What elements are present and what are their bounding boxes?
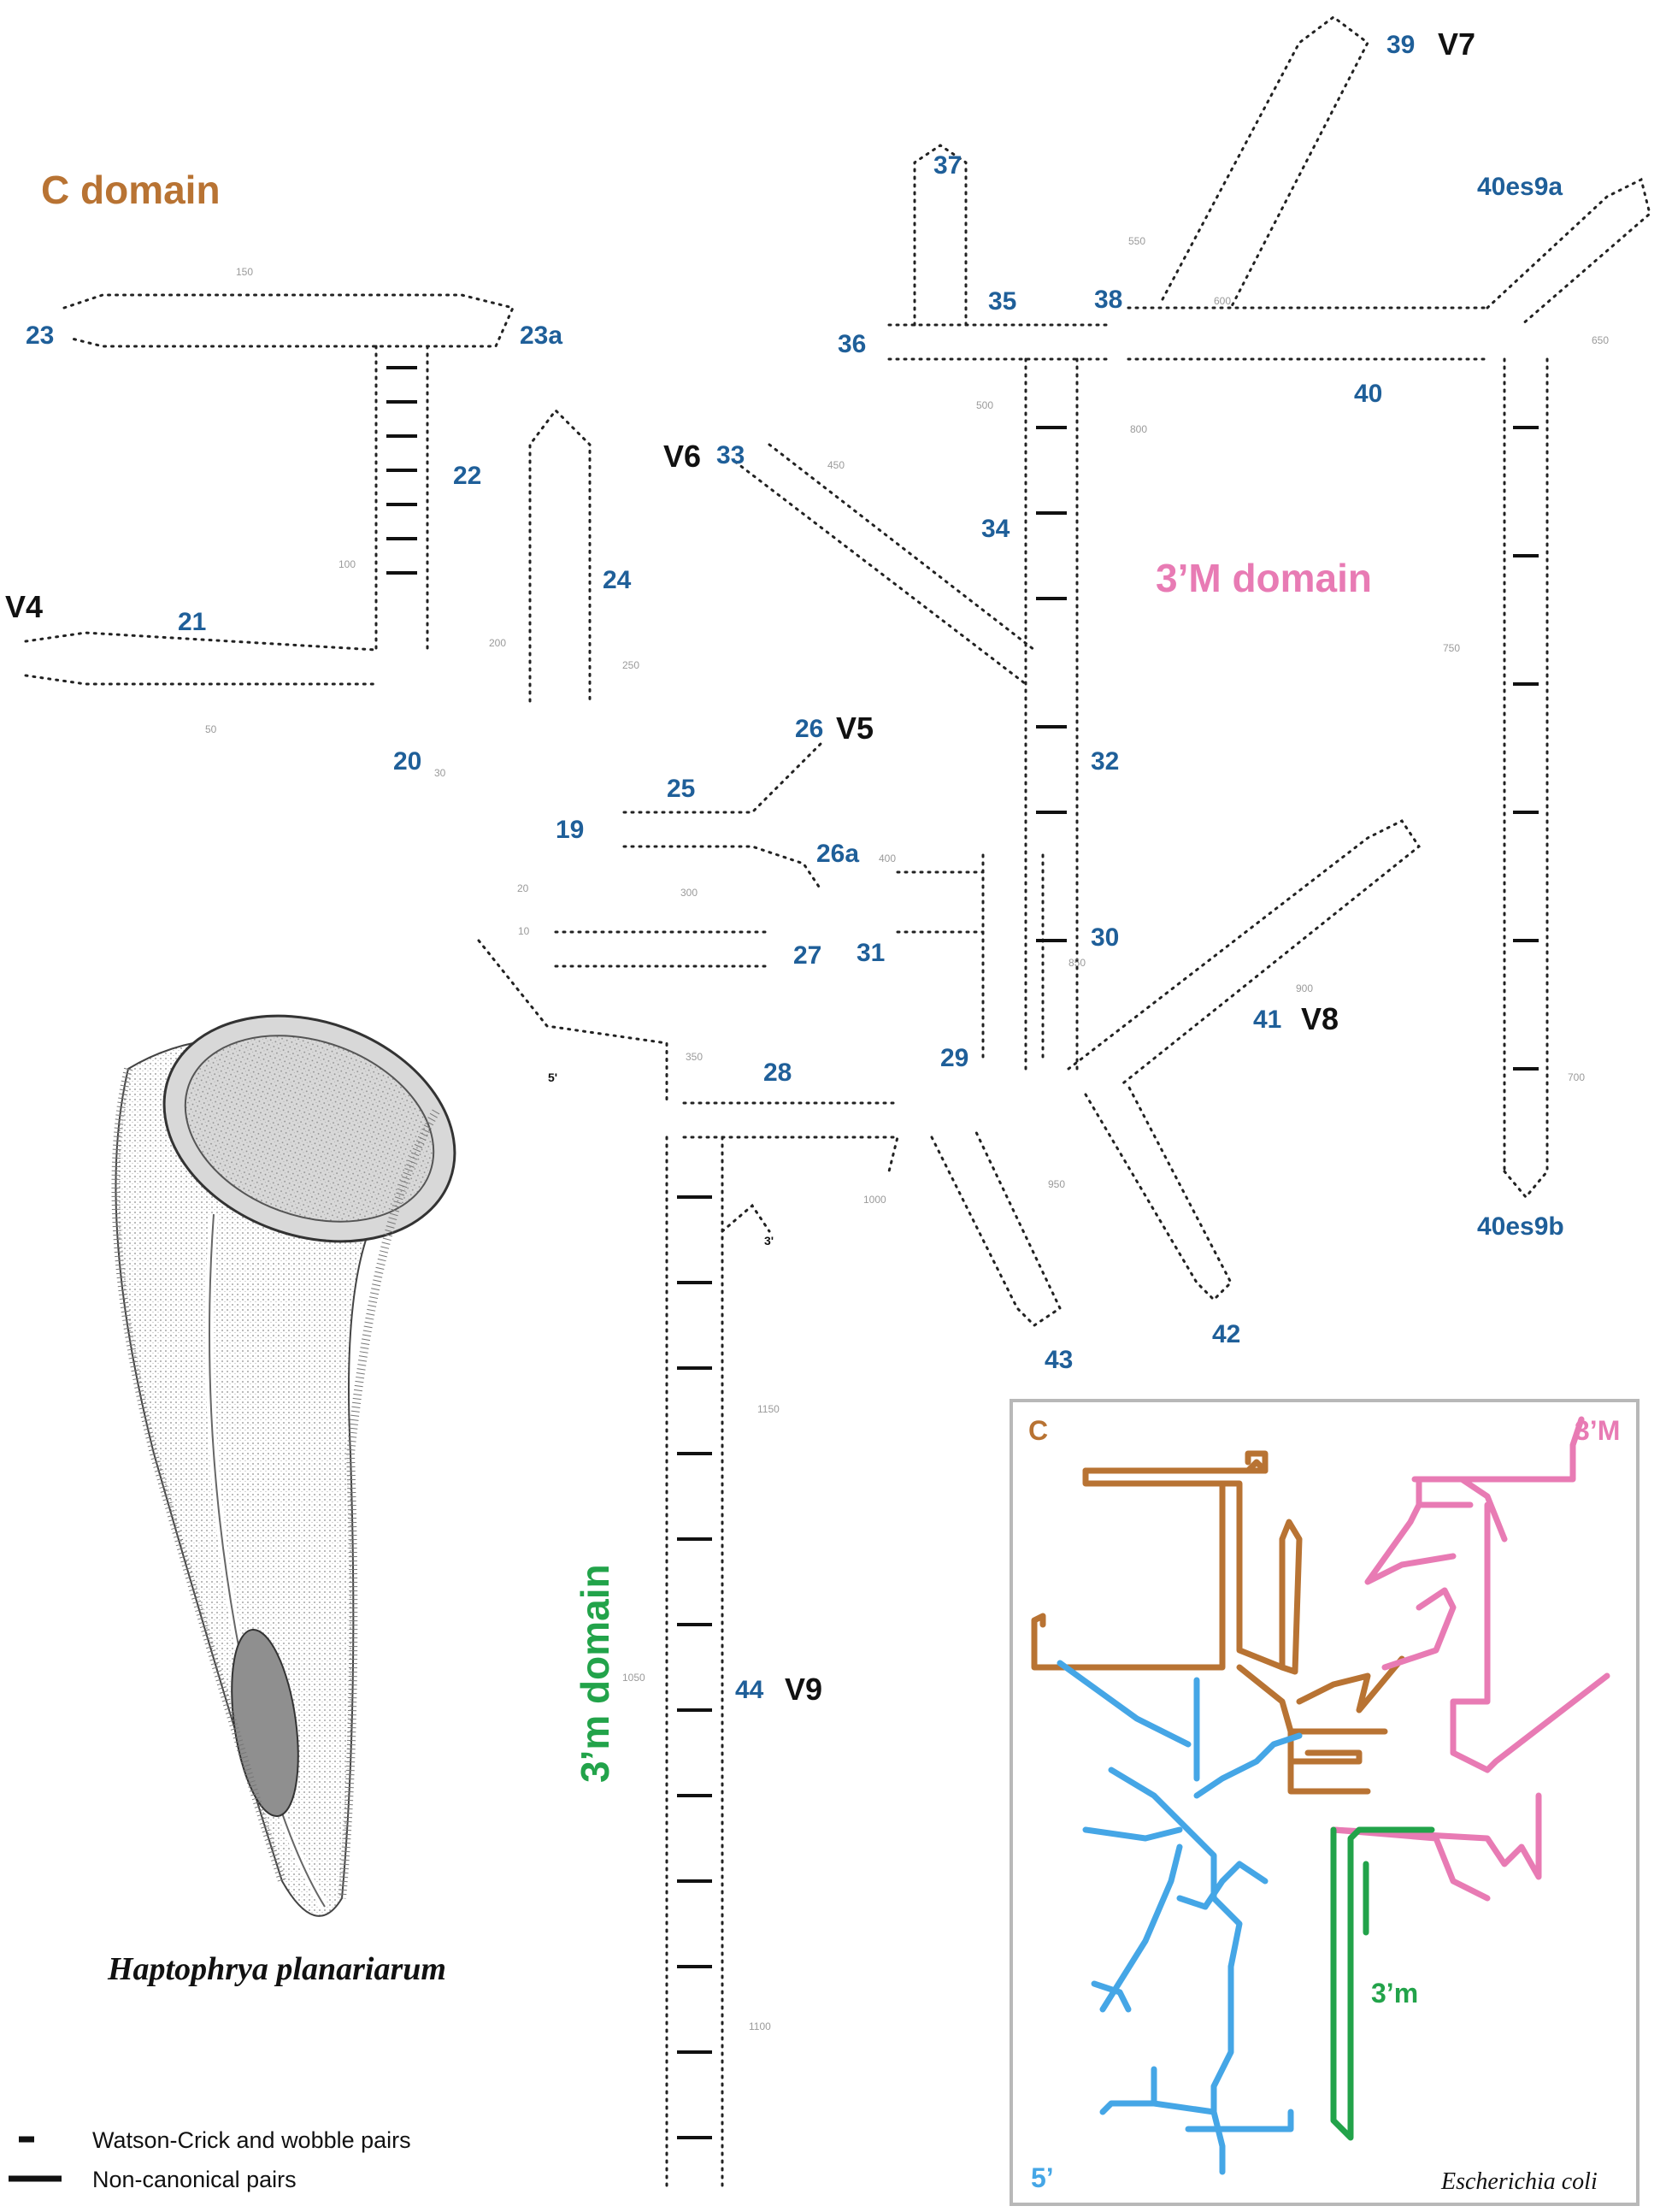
position-marker-1000: 1000: [863, 1194, 886, 1206]
position-marker-400: 400: [879, 852, 896, 864]
position-marker-100: 100: [338, 558, 356, 570]
c-domain-label: C domain: [41, 168, 221, 212]
variable-region-v9: V9: [785, 1672, 822, 1707]
helix-label-26a: 26a: [816, 840, 859, 868]
position-marker-30: 30: [434, 767, 446, 779]
position-marker-900: 900: [1296, 982, 1313, 994]
legend-label-wc-pairs: Watson-Crick and wobble pairs: [92, 2127, 411, 2153]
helix-label-29: 29: [940, 1044, 968, 1072]
helix-label-41: 41: [1253, 1006, 1281, 1034]
helix-label-25: 25: [667, 775, 695, 803]
three-prime-M-domain-label: 3’M domain: [1156, 556, 1372, 600]
inset-label-c: C: [1028, 1415, 1048, 1446]
position-marker-50: 50: [205, 723, 217, 735]
helix-label-32: 32: [1091, 747, 1119, 776]
inset-label-3m: 3’m: [1371, 1978, 1418, 2008]
variable-region-v5: V5: [836, 711, 874, 746]
position-marker-20: 20: [517, 882, 529, 894]
helix-label-23: 23: [26, 321, 54, 350]
inset-species-name: Escherichia coli: [1440, 2168, 1598, 2195]
three-prime-m-domain-label: 3’m domain: [573, 1564, 617, 1783]
inset-5prime-domain-trace: [1057, 1660, 1303, 2175]
position-marker-150: 150: [236, 266, 253, 278]
position-marker-950: 950: [1048, 1178, 1065, 1190]
three-prime-end-label: 3': [764, 1234, 774, 1248]
helix-label-44: 44: [735, 1676, 764, 1704]
helix-label-19: 19: [556, 816, 584, 844]
helix-label-27: 27: [793, 941, 821, 970]
variable-region-v6: V6: [663, 439, 701, 474]
position-marker-350: 350: [686, 1051, 703, 1063]
helix-label-38: 38: [1094, 286, 1122, 314]
helix-label-42: 42: [1212, 1320, 1240, 1348]
variable-region-labels: V4 V5 V6 V7 V8 V9: [5, 27, 1475, 1707]
position-marker-500: 500: [976, 399, 993, 411]
helix-label-20: 20: [393, 747, 421, 776]
inset-frame: [1010, 1399, 1640, 2206]
position-markers: 10 20 30 50 100 150 200 250 300 350 400 …: [205, 235, 1609, 2032]
helix-label-40es9b: 40es9b: [1477, 1212, 1564, 1241]
helix-label-31: 31: [857, 939, 885, 967]
legend-label-noncanonical-pairs: Non-canonical pairs: [92, 2167, 297, 2192]
base-pair-marks: [386, 366, 1539, 2139]
helix-label-43: 43: [1045, 1346, 1073, 1374]
position-marker-700: 700: [1568, 1071, 1585, 1083]
position-marker-200: 200: [489, 637, 506, 649]
helix-label-26: 26: [795, 715, 823, 743]
inset-3M-domain-trace: [1330, 1416, 1610, 1902]
helix-label-36: 36: [838, 330, 866, 358]
position-marker-650: 650: [1592, 334, 1609, 346]
helix-label-23a: 23a: [520, 321, 562, 350]
variable-region-v7: V7: [1438, 27, 1475, 62]
position-marker-850: 850: [1068, 957, 1086, 969]
position-marker-250: 250: [622, 659, 639, 671]
helix-label-22: 22: [453, 462, 481, 490]
position-marker-450: 450: [827, 459, 845, 471]
position-marker-600: 600: [1214, 295, 1231, 307]
helix-label-37: 37: [933, 151, 962, 180]
legend: Watson-Crick and wobble pairs Non-canoni…: [9, 2127, 411, 2192]
variable-region-v8: V8: [1301, 1001, 1339, 1036]
position-marker-800: 800: [1130, 423, 1147, 435]
haptophrya-illustration: [111, 1014, 456, 1917]
helix-label-40es9a: 40es9a: [1477, 173, 1563, 201]
inset-label-3M: 3’M: [1575, 1415, 1620, 1446]
inset-label-5prime: 5’: [1031, 2162, 1054, 2193]
helix-label-34: 34: [981, 515, 1010, 543]
helix-label-39: 39: [1386, 31, 1415, 59]
helix-label-30: 30: [1091, 923, 1119, 952]
position-marker-1150: 1150: [757, 1403, 780, 1415]
position-marker-1050: 1050: [622, 1672, 645, 1684]
rrna-backbone: [24, 15, 1651, 2191]
position-marker-1100: 1100: [749, 2020, 771, 2032]
position-marker-750: 750: [1443, 642, 1460, 654]
helix-label-21: 21: [178, 608, 206, 636]
variable-region-v4: V4: [5, 589, 43, 624]
inset-3m-domain-trace: [1330, 1826, 1435, 2141]
helix-label-28: 28: [763, 1059, 792, 1087]
position-marker-10: 10: [518, 925, 530, 937]
helix-label-24: 24: [603, 566, 632, 594]
species-name: Haptophrya planariarum: [107, 1951, 446, 1987]
position-marker-550: 550: [1128, 235, 1145, 247]
helix-number-labels: 19 20 21 22 23 23a 24 25 26 26a 27 28 29…: [26, 31, 1564, 1704]
helix-label-35: 35: [988, 287, 1016, 316]
inset-ecoli: C 3’M 3’m 5’ Escherichia coli: [1010, 1399, 1640, 2206]
position-marker-300: 300: [680, 887, 698, 899]
inset-c-domain-trace: [1031, 1450, 1405, 1795]
helix-label-33: 33: [716, 441, 745, 469]
five-prime-end-label: 5': [548, 1071, 557, 1084]
helix-label-40: 40: [1354, 380, 1382, 408]
